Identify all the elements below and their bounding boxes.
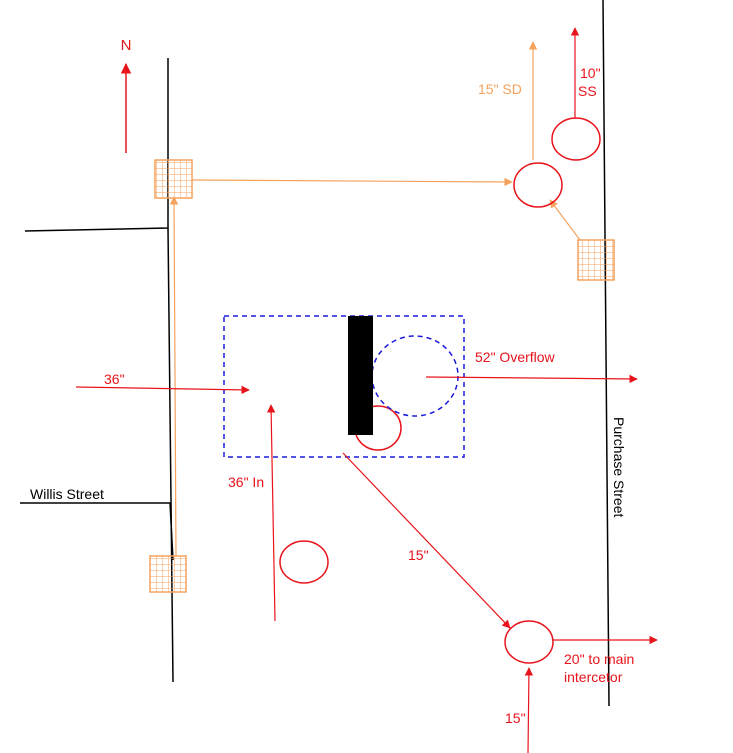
to-interceptor-label-2: intercetor [564,669,623,685]
pipe-15-bottom-arrow [524,667,534,753]
storm-line-north-east [191,177,513,187]
manhole-north-storm [513,162,563,208]
pipe-15-diagonal-arrow [342,452,511,629]
street-purchase-label: Purchase Street [611,417,627,517]
manhole-southeast [504,620,554,664]
street-west-main [167,227,174,683]
inflow-36-arrow [75,385,250,395]
storm-grate-northwest [154,159,193,199]
street-willis-line [20,502,174,561]
storm-grate-east [577,239,615,281]
overflow-chamber [223,315,465,458]
storm-line-grate-to-manhole [549,199,581,241]
overflow-52-label: 52" Overflow [475,349,556,365]
sanitary-size-label: 10" [580,65,601,81]
street-west-north [24,58,169,232]
streets [20,0,610,707]
sanitary-type-label: SS [578,83,597,99]
storm-grate-southwest [149,555,187,593]
storm-line-south-north [169,196,179,557]
weir-wall [348,316,373,435]
overflow-circle [371,335,459,417]
north-label: N [121,37,132,54]
inflow-36-in-arrow [266,404,276,622]
pipe-15-label: 15" [408,547,429,563]
north-arrow: N [121,37,132,153]
inflow-36-in-label: 36" In [228,474,264,490]
storm-drain-label: 15" SD [478,81,522,97]
street-willis-label: Willis Street [30,486,104,502]
pipe-15-bottom-label: 15" [505,710,526,726]
manhole-southwest [279,540,329,584]
inflow-36-label: 36" [104,371,125,387]
manhole-north-sanitary [551,117,601,161]
to-interceptor-label-1: 20" to main [564,651,634,667]
storm-drain-lines [169,41,581,557]
overflow-52-arrow [425,374,638,384]
street-purchase-line [602,0,610,707]
